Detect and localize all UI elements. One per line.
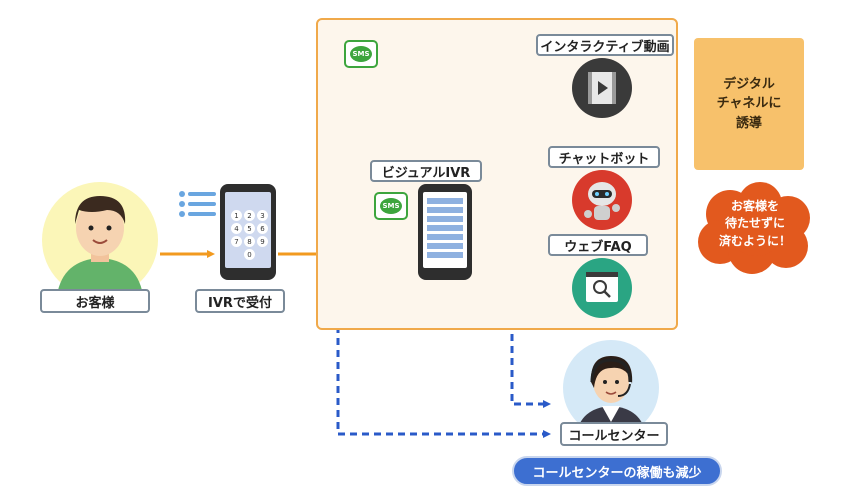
ivr-label: IVRで受付 bbox=[195, 289, 285, 313]
keypad-key: 5 bbox=[244, 223, 255, 234]
message-cloud bbox=[698, 182, 810, 274]
keypad-key: 9 bbox=[257, 236, 268, 247]
chatbot-label: チャットボット bbox=[548, 146, 660, 168]
web-faq-label: ウェブFAQ bbox=[548, 234, 648, 256]
cloud-line3: 済むように！ bbox=[718, 233, 791, 248]
cloud-message-text: お客様を 待たせずに 済むように！ bbox=[700, 198, 810, 250]
sms-badge-visual-ivr: SMS bbox=[374, 192, 408, 220]
digital-box-line2: チャネルに bbox=[716, 96, 782, 112]
visual-ivr-label: ビジュアルIVR bbox=[370, 160, 482, 182]
customer-avatar bbox=[42, 182, 158, 298]
cloud-line2: 待たせずに bbox=[724, 216, 785, 231]
digital-box-line3: 誘導 bbox=[735, 115, 762, 131]
keypad-key: 6 bbox=[257, 223, 268, 234]
interactive-video-label: インタラクティブ動画 bbox=[536, 34, 674, 56]
sms-badge-top: SMS bbox=[344, 40, 378, 68]
keypad-key: 0 bbox=[244, 249, 255, 260]
menu-list-icon bbox=[178, 190, 218, 220]
keypad-key: 1 bbox=[231, 210, 242, 221]
sms-icon: SMS bbox=[350, 46, 372, 62]
keypad-key: 3 bbox=[257, 210, 268, 221]
keypad-key: 8 bbox=[244, 236, 255, 247]
chatbot-robot-icon bbox=[572, 170, 632, 230]
cloud-line1: お客様を bbox=[730, 199, 779, 213]
call-center-label: コールセンター bbox=[560, 422, 668, 446]
operator-avatar bbox=[563, 340, 659, 436]
visual-ivr-screen bbox=[423, 192, 467, 268]
video-icon bbox=[572, 58, 632, 118]
keypad-key: 7 bbox=[231, 236, 242, 247]
keypad-key: 4 bbox=[231, 223, 242, 234]
web-faq-search-icon bbox=[572, 258, 632, 318]
digital-box-line1: デジタル bbox=[723, 76, 775, 92]
keypad-key: 2 bbox=[244, 210, 255, 221]
customer-label: お客様 bbox=[40, 289, 150, 313]
digital-channel-box: デジタル チャネルに 誘導 bbox=[694, 38, 804, 170]
reduced-workload-pill: コールセンターの稼働も減少 bbox=[512, 456, 722, 486]
visual-ivr-phone-icon bbox=[418, 184, 472, 280]
sms-icon: SMS bbox=[380, 198, 402, 214]
